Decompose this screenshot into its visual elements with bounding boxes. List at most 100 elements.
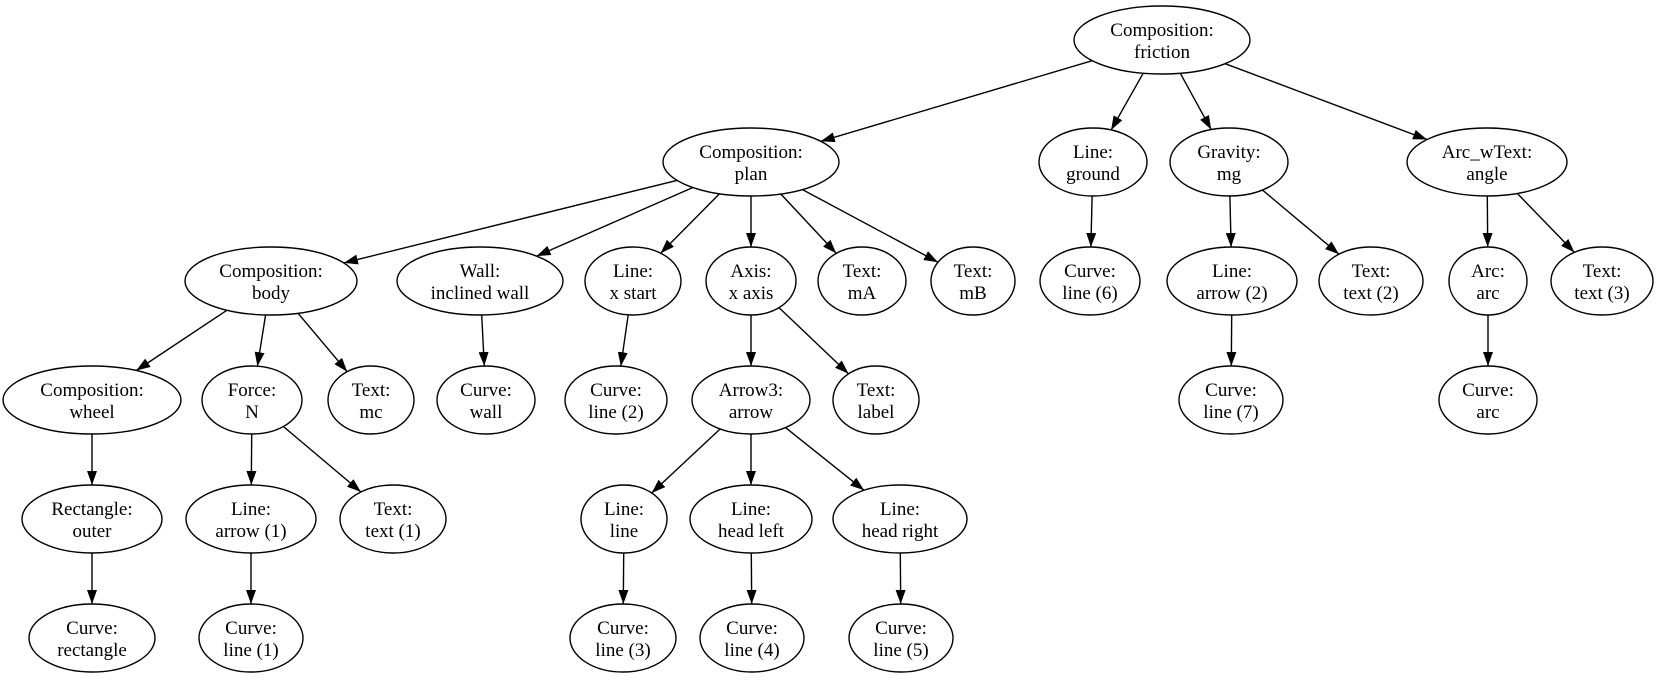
node-label-type: Curve: [1205, 380, 1257, 401]
edge-mg-arrow2 [1225, 195, 1236, 248]
tree-node-cline5: Curve:line (5) [848, 603, 954, 673]
node-label-type: Line: [1212, 261, 1252, 282]
node-label-name: x axis [729, 283, 774, 304]
node-label-name: mA [848, 283, 877, 304]
node-label-name: line (4) [724, 640, 779, 661]
node-label-type: Text: [1583, 261, 1622, 282]
node-label-name: head right [862, 521, 939, 542]
node-label-type: Arc_wText: [1442, 142, 1532, 163]
node-label-name: inclined wall [431, 283, 530, 304]
edges-layer [87, 60, 1575, 605]
edge-plan-wall [536, 186, 694, 257]
node-label: Curve:line (2) [588, 380, 643, 423]
edge-xstart-cline2 [617, 314, 629, 367]
tree-node-lline: Line:line [580, 484, 668, 554]
node-ellipse [1438, 365, 1538, 435]
tree-node-label: Text:label [832, 365, 920, 435]
node-ellipse [1038, 127, 1148, 197]
node-label-name: line (6) [1062, 283, 1117, 304]
node-ellipse [1406, 127, 1568, 197]
node-label-type: Force: [228, 380, 277, 401]
node-label: Curve:arc [1462, 380, 1514, 423]
tree-node-friction: Composition:friction [1073, 5, 1251, 75]
tree-node-arrow2: Line:arrow (2) [1166, 246, 1298, 316]
node-label: Arc:arc [1471, 261, 1505, 304]
edge-friction-mg [1179, 72, 1212, 130]
node-label-name: head left [718, 521, 785, 542]
tree-node-outer: Rectangle:outer [21, 484, 163, 554]
node-label-name: line (7) [1203, 402, 1258, 423]
node-label: Rectangle:outer [51, 499, 132, 542]
node-ellipse [689, 484, 813, 554]
node-label-type: Composition: [219, 261, 322, 282]
tree-node-mB: Text:mB [930, 246, 1016, 316]
node-ellipse [1169, 127, 1289, 197]
node-label-type: Axis: [730, 261, 771, 282]
node-label: Line:arrow (2) [1196, 261, 1267, 304]
node-label-name: label [858, 402, 895, 423]
node-label: Line:ground [1066, 142, 1120, 185]
node-label: Curve:rectangle [57, 618, 127, 661]
node-label-type: Rectangle: [51, 499, 132, 520]
edge-ground-cline6 [1086, 195, 1097, 248]
node-ellipse [569, 603, 677, 673]
node-label-type: Line: [880, 499, 920, 520]
node-label-type: Composition: [699, 142, 802, 163]
tree-node-cline7: Curve:line (7) [1178, 365, 1284, 435]
node-label-type: Arc: [1471, 261, 1505, 282]
node-label-name: N [245, 402, 259, 423]
node-label: Text:text (1) [365, 499, 420, 542]
node-label-type: Curve: [66, 618, 118, 639]
node-ellipse [396, 246, 564, 316]
tree-node-wall: Wall:inclined wall [396, 246, 564, 316]
tree-node-forceN: Force:N [201, 365, 303, 435]
node-label-type: Curve: [597, 618, 649, 639]
edge-wall-curvewall [478, 314, 489, 367]
node-ellipse [21, 484, 163, 554]
node-ellipse [662, 127, 840, 197]
node-label-name: arrow (1) [215, 521, 286, 542]
node-ellipse [436, 365, 536, 435]
node-label: Line:line [604, 499, 644, 542]
node-label-type: Curve: [1462, 380, 1514, 401]
edge-forceN-text1 [282, 425, 362, 493]
node-ellipse [2, 365, 182, 435]
node-label-type: Curve: [726, 618, 778, 639]
node-label-name: line (5) [873, 640, 928, 661]
node-ellipse [817, 246, 907, 316]
node-label-type: Line: [604, 499, 644, 520]
tree-node-curvearc: Curve:arc [1438, 365, 1538, 435]
node-ellipse [201, 365, 303, 435]
node-ellipse [580, 484, 668, 554]
node-label: Text:mB [954, 261, 993, 304]
tree-node-arrow1: Line:arrow (1) [185, 484, 317, 554]
node-label-name: mB [959, 283, 986, 304]
node-label-name: line (3) [595, 640, 650, 661]
node-ellipse [832, 484, 968, 554]
edge-friction-angle [1224, 63, 1428, 141]
node-label: Curve:line (3) [595, 618, 650, 661]
node-ellipse [1178, 365, 1284, 435]
node-label: Composition:body [219, 261, 322, 304]
edge-arrow3-lline [651, 428, 721, 494]
node-label: Arrow3:arrow [719, 380, 783, 423]
tree-node-cline1: Curve:line (1) [198, 603, 304, 673]
node-label-name: text (2) [1343, 283, 1398, 304]
tree-node-xaxis: Axis:x axis [705, 246, 797, 316]
node-label-type: Text: [374, 499, 413, 520]
node-label: Line:x start [610, 261, 658, 304]
node-ellipse [1166, 246, 1298, 316]
node-ellipse [584, 246, 682, 316]
node-label: Composition:plan [699, 142, 802, 185]
node-label-name: mc [359, 402, 382, 423]
edge-plan-xstart [660, 193, 720, 254]
tree-node-text2: Text:text (2) [1318, 246, 1424, 316]
node-ellipse [1073, 5, 1251, 75]
node-ellipse [930, 246, 1016, 316]
node-label-type: Text: [843, 261, 882, 282]
node-ellipse [198, 603, 304, 673]
node-label-type: Composition: [1110, 20, 1213, 41]
node-label-name: text (3) [1574, 283, 1629, 304]
node-label-type: Gravity: [1197, 142, 1260, 163]
